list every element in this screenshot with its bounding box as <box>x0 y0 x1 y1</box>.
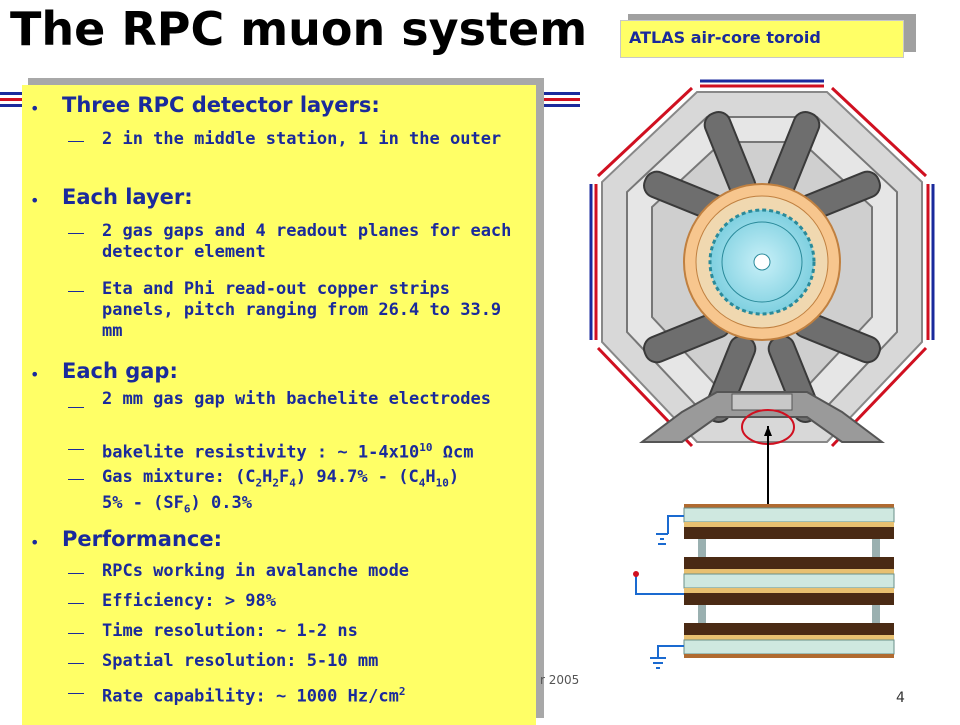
dash <box>68 141 84 142</box>
dash <box>68 633 84 634</box>
gas-part: H <box>425 467 436 487</box>
dash <box>68 663 84 664</box>
gas-part: ) 94.7% - (C <box>295 467 419 487</box>
gas-sub: 2 <box>272 476 280 490</box>
atlas-toroid-cross-section <box>589 79 935 510</box>
list-item: 2 in the middle station, 1 in the outer <box>102 129 502 149</box>
gas-sub: 4 <box>418 476 426 490</box>
gas-sub: 4 <box>289 476 296 490</box>
bullet: • <box>30 533 40 552</box>
gas-part: (C <box>235 467 256 487</box>
support-feet <box>639 391 885 443</box>
list-item-gas-mixture: Gas mixture: (C2H2F4) 94.7% - (C4H10)5% … <box>102 467 522 520</box>
list-item-resistivity: bakelite resistivity : ~ 1-4x1010 Ωcm <box>102 437 522 464</box>
gas-part: 5% - (SF <box>102 493 184 514</box>
image-label: ATLAS air-core toroid <box>620 20 904 58</box>
list-item: Time resolution: ~ 1-2 ns <box>102 621 358 641</box>
section-heading: Each gap: <box>62 359 178 383</box>
gas-sub: 2 <box>255 476 263 490</box>
dash <box>68 479 84 480</box>
list-item: Eta and Phi read-out copper strips panel… <box>102 279 502 341</box>
slide-title: The RPC muon system <box>10 2 588 56</box>
gas-sub: 6 <box>183 502 191 516</box>
rpc-layer-detail <box>633 504 895 669</box>
bullet: • <box>30 99 40 118</box>
page-number: 4 <box>896 690 905 706</box>
rate-exponent: 2 <box>398 685 406 698</box>
dash <box>68 573 84 574</box>
dash <box>68 693 84 694</box>
list-item-rate: Rate capability: ~ 1000 Hz/cm2 <box>102 681 522 708</box>
list-item: Efficiency: > 98% <box>102 591 276 611</box>
gas-part: ) 0.3% <box>190 493 252 514</box>
gas-prefix: Gas mixture: <box>102 467 236 487</box>
list-item: RPCs working in avalanche mode <box>102 561 410 581</box>
gas-sub: 10 <box>435 476 449 490</box>
list-item: 2 gas gaps and 4 readout planes for each… <box>102 221 512 262</box>
section-heading: Each layer: <box>62 185 193 209</box>
footer-date-fragment: r 2005 <box>540 673 580 687</box>
gas-part: ) <box>448 467 460 487</box>
gas-part: H <box>262 467 273 487</box>
section-heading: Performance: <box>62 527 223 551</box>
resistivity-unit: Ωcm <box>432 442 474 463</box>
bullet: • <box>30 365 40 384</box>
resistivity-text: bakelite resistivity : ~ 1-4x10 <box>102 442 420 463</box>
gas-part: F <box>279 467 290 487</box>
list-item: Spatial resolution: 5-10 mm <box>102 651 379 671</box>
rate-text: Rate capability: ~ 1000 Hz/cm <box>102 686 399 707</box>
section-heading: Three RPC detector layers: <box>62 93 380 117</box>
dash <box>68 449 84 450</box>
dash <box>68 291 84 292</box>
dash <box>68 233 84 234</box>
list-item: 2 mm gas gap with bachelite electrodes <box>102 389 491 409</box>
dash <box>68 603 84 604</box>
bullet: • <box>30 191 40 210</box>
dash <box>68 407 84 408</box>
content-panel: • Three RPC detector layers: 2 in the mi… <box>22 85 536 725</box>
resistivity-exponent: 10 <box>419 441 433 454</box>
